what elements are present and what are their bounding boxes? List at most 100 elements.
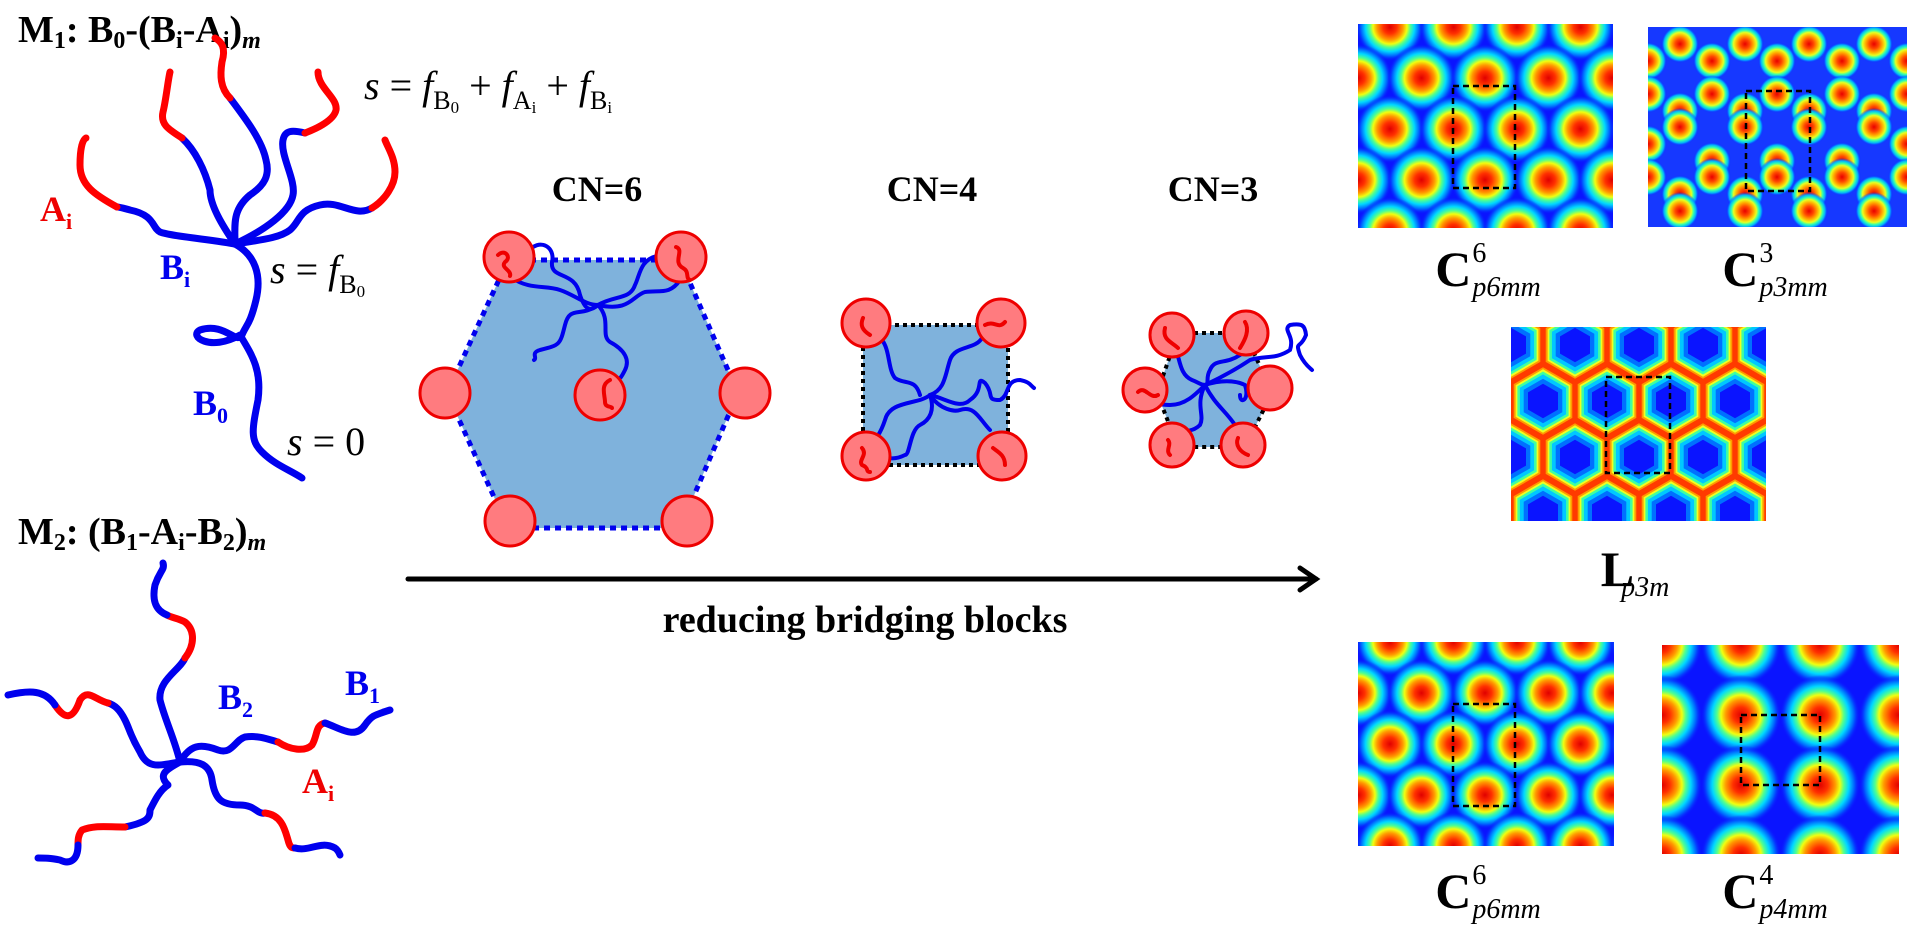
matrix-domain: [1688, 327, 1718, 363]
density-field: [1648, 27, 1907, 227]
cylinder-domain: [1358, 197, 1424, 228]
density-field: [1358, 24, 1613, 228]
cylinder-domain: [1610, 728, 1614, 760]
cylinder-domain: [1780, 815, 1860, 854]
micelle: [482, 230, 536, 284]
micelle: [1246, 364, 1294, 412]
cylinder-domain: [1758, 158, 1796, 196]
cylinder-domain: [1610, 217, 1613, 228]
micelle: [840, 430, 892, 482]
cylinder-domain: [1358, 44, 1392, 112]
bi-chain: [231, 127, 309, 248]
cylinder-domain: [1514, 146, 1583, 214]
cylinder-domain: [1780, 745, 1860, 825]
cylinder-domain: [1387, 761, 1456, 829]
micelle: [418, 366, 472, 420]
cylinder-domain: [1358, 146, 1392, 214]
field-background: [1662, 645, 1899, 854]
arrow-caption: reducing bridging blocks: [662, 599, 1068, 641]
cylinder-domain: [1662, 815, 1702, 854]
cylinder-domain: [1661, 27, 1699, 63]
cylinder-domain: [1358, 710, 1424, 778]
micelle: [975, 297, 1027, 349]
ai-chain: [76, 134, 121, 211]
matrix-domain: [1511, 439, 1526, 475]
cylinder-domain: [1387, 146, 1456, 214]
matrix-domain: [1592, 495, 1622, 521]
cylinder-domain: [1780, 675, 1860, 755]
cylinder-domain: [1610, 24, 1613, 41]
cylinder-domain: [1855, 108, 1893, 146]
bi-chain: [231, 200, 376, 248]
cylinder-domain: [1610, 830, 1614, 846]
cylinder-domain: [1546, 197, 1613, 228]
cylinder-domain: [1546, 710, 1614, 778]
cylinder-domain: [1888, 158, 1907, 196]
micelle: [1219, 421, 1267, 469]
phase-label-l: Lp3m: [1600, 541, 1670, 603]
cylinder-domain: [1888, 42, 1907, 80]
cylinder-domain: [1648, 42, 1667, 80]
matrix-domain: [1752, 440, 1766, 474]
matrix-domain: [1560, 327, 1590, 363]
cn4-square: [861, 323, 1010, 467]
cylinder-domain: [1693, 158, 1731, 196]
bi-chain: [178, 134, 239, 248]
cylinder-domain: [1387, 44, 1456, 112]
density-field: [1511, 327, 1766, 521]
cylinder-domain: [1859, 675, 1899, 755]
density-field: [1358, 642, 1614, 846]
cylinder-domain: [1546, 812, 1614, 846]
label-b0-m1: B0: [193, 383, 229, 428]
matrix-domain: [1624, 439, 1654, 475]
cylinder-domain: [1648, 158, 1667, 196]
cn3-domain: [1121, 309, 1314, 469]
cylinder-domain: [1419, 197, 1488, 228]
cylinder-domain: [1483, 197, 1551, 228]
ai-chain: [368, 136, 399, 212]
matrix-domain: [1720, 495, 1750, 521]
cylinder-domain: [1451, 44, 1519, 112]
phase-panel-c4: [1662, 645, 1899, 854]
formula-s-zero: s = 0: [287, 419, 366, 464]
cylinder-domain: [1855, 192, 1893, 227]
cylinder-domain: [1610, 642, 1614, 658]
cn6-domain: [418, 230, 772, 548]
unit-cell: [1451, 84, 1517, 190]
matrix-domain: [1656, 495, 1686, 521]
cylinder-domain: [1662, 645, 1702, 685]
phase-label-c6-top: C6p6mm: [1435, 238, 1541, 303]
cylinder-domain: [1648, 125, 1667, 163]
micelle: [1121, 366, 1169, 414]
micelle: [1222, 309, 1270, 357]
cylinder-domain: [1693, 42, 1731, 80]
arrow-head: [1297, 565, 1321, 593]
matrix-domain: [1624, 327, 1654, 363]
cylinder-domain: [1823, 158, 1861, 196]
micelle: [660, 494, 714, 548]
cylinder-domain: [1358, 659, 1392, 727]
micelle: [1148, 421, 1196, 469]
cylinder-domain: [1661, 192, 1699, 227]
unit-cell: [1744, 89, 1812, 193]
label-b1-m2: B1: [345, 663, 381, 708]
label-bi-m1: Bi: [160, 247, 191, 292]
cylinder-domain: [1419, 710, 1488, 778]
matrix-domain: [1528, 495, 1558, 521]
bi-chain: [113, 203, 239, 248]
cylinder-domain: [1578, 761, 1614, 829]
ai-chain: [301, 68, 340, 137]
micelle: [718, 366, 772, 420]
matrix-domain: [1560, 439, 1590, 475]
cylinder-domain: [1855, 27, 1893, 63]
cn6-label: CN=6: [551, 169, 643, 209]
cylinder-domain: [1790, 192, 1828, 227]
cylinder-domain: [1758, 75, 1796, 113]
cylinder-domain: [1483, 812, 1551, 846]
cylinder-domain: [1483, 710, 1551, 778]
bi-chain: [226, 94, 271, 248]
unit-cell: [1604, 375, 1672, 475]
cylinder-domain: [1419, 812, 1488, 846]
model2-title: M2: (B1-Ai-B2)m: [18, 511, 267, 556]
cylinder-domain: [1387, 659, 1456, 727]
